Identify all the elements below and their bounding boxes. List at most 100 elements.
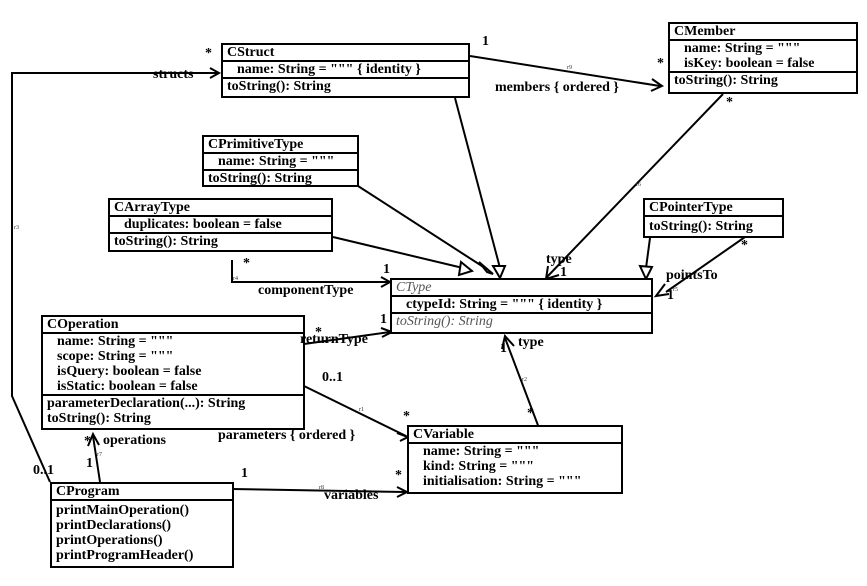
label-members: members { ordered } (495, 80, 619, 95)
returntype-association (303, 331, 391, 345)
class-coperation-operations: parameterDeclaration(...): String toStri… (43, 394, 303, 426)
label-pointsto: pointsTo (666, 268, 718, 283)
class-cstruct-attributes: name: String = """ { identity } (223, 60, 468, 77)
class-coperation[interactable]: COperation name: String = """ scope: Str… (41, 315, 305, 430)
cprimitivetype-generalization-head (478, 261, 494, 275)
edge-id-r2: r2 (522, 377, 527, 383)
mult-componenttype: 1 (383, 262, 390, 277)
cvariable-attr-initialisation: initialisation: String = """ (423, 474, 582, 489)
pointsto-association (665, 236, 746, 293)
carraytype-generalization-head (457, 260, 475, 277)
class-cstruct-operations: toString(): String (223, 77, 468, 94)
class-ctype-attributes: ctypeId: String = """ { identity } (392, 295, 651, 312)
class-cmember-operations: toString(): String (670, 71, 856, 88)
class-carraytype-operations: toString(): String (110, 232, 331, 249)
cstruct-generalization (454, 97, 501, 269)
class-ctype-operations: toString(): String (392, 312, 651, 329)
cvariable-attr-kind: kind: String = """ (423, 459, 535, 474)
variable-type-arrowhead (501, 333, 515, 350)
edge-id-r7: r7 (97, 452, 102, 458)
mult-pointsto-src: * (741, 238, 748, 253)
ctype-attr-ctypeid: ctypeId: String = """ { identity } (406, 297, 603, 312)
variables-association (231, 488, 406, 493)
class-coperation-attributes: name: String = """ scope: String = """ i… (43, 332, 303, 394)
class-cpointertype-attributes (645, 215, 782, 219)
structs-association (11, 72, 218, 483)
member-type-association (545, 93, 724, 279)
mult-variable-type-dst: 1 (500, 341, 507, 356)
label-member-type: type (546, 252, 572, 267)
class-cmember-attributes: name: String = """ isKey: boolean = fals… (670, 39, 856, 71)
class-coperation-name: COperation (47, 317, 119, 332)
carraytype-attr-duplicates: duplicates: boolean = false (124, 217, 282, 232)
label-parameters: parameters { ordered } (218, 428, 356, 443)
class-cprogram-attributes (52, 499, 232, 503)
class-cstruct-name: CStruct (227, 45, 275, 60)
edge-id-r9-members: r9 (567, 65, 572, 71)
mult-arraytype: * (243, 256, 250, 271)
label-variables: variables (324, 488, 379, 503)
coperation-attr-scope: scope: String = """ (57, 349, 174, 364)
label-structs: structs (153, 67, 194, 82)
coperation-attr-name: name: String = """ (57, 334, 174, 349)
cstruct-attr-name: name: String = """ { identity } (237, 62, 421, 77)
parameters-association (303, 385, 407, 437)
cpointertype-generalization-head (638, 264, 654, 282)
edge-id-r6: r6 (636, 182, 641, 188)
cpointertype-op-tostring: toString(): String (649, 219, 753, 234)
cprogram-op-printoperations: printOperations() (56, 533, 163, 548)
cmember-attr-iskey: isKey: boolean = false (684, 56, 815, 71)
class-cmember[interactable]: CMember name: String = """ isKey: boolea… (668, 22, 858, 94)
mult-parameters-dst: * (403, 409, 410, 424)
mult-variables-dst: * (395, 468, 402, 483)
cvariable-attr-name: name: String = """ (423, 444, 540, 459)
class-cpointertype[interactable]: CPointerType toString(): String (643, 198, 784, 238)
class-cvariable[interactable]: CVariable name: String = """ kind: Strin… (407, 425, 623, 494)
cstruct-generalization-head (491, 265, 507, 281)
cprimitivetype-generalization (357, 185, 486, 269)
edge-id-r1: r1 (359, 407, 364, 413)
edge-id-r4: r4 (233, 276, 238, 282)
pointsto-arrowhead (653, 283, 670, 298)
cmember-op-tostring: toString(): String (674, 73, 778, 88)
mult-variable-type-src: * (527, 406, 534, 421)
members-association (469, 55, 661, 87)
label-operations: operations (103, 433, 166, 448)
mult-program-struct: 0..1 (33, 463, 54, 478)
mult-operations-dst: * (84, 434, 91, 449)
mult-member-type-dst: 1 (560, 265, 567, 280)
coperation-attr-isstatic: isStatic: boolean = false (57, 379, 198, 394)
operations-association (92, 435, 101, 483)
cprimitivetype-attr-name: name: String = """ (218, 154, 335, 169)
class-carraytype-attributes: duplicates: boolean = false (110, 215, 331, 232)
mult-members-dst: * (657, 56, 664, 71)
coperation-attr-isquery: isQuery: boolean = false (57, 364, 202, 379)
mult-member-type-src: * (726, 95, 733, 110)
class-ctype-name: CType (396, 280, 432, 295)
cprimitivetype-op-tostring: toString(): String (208, 171, 312, 186)
class-cstruct[interactable]: CStruct name: String = """ { identity } … (221, 43, 470, 98)
class-ctype[interactable]: CType ctypeId: String = """ { identity }… (390, 278, 653, 334)
mult-returntype-dst: 1 (380, 312, 387, 327)
mult-parameters-src: 0..1 (322, 370, 343, 385)
carraytype-op-tostring: toString(): String (114, 234, 218, 249)
componenttype-association (231, 260, 388, 283)
coperation-op-parameterdeclaration: parameterDeclaration(...): String (47, 396, 246, 411)
class-cprogram-name: CProgram (56, 484, 120, 499)
mult-pointsto-dst: 1 (667, 288, 674, 303)
mult-operations-src: 1 (86, 456, 93, 471)
class-carraytype[interactable]: CArrayType duplicates: boolean = false t… (108, 198, 333, 252)
cmember-attr-name: name: String = """ (684, 41, 801, 56)
ctype-op-tostring: toString(): String (396, 314, 493, 329)
class-cpointertype-name: CPointerType (649, 200, 733, 215)
members-arrowhead (650, 78, 665, 92)
variable-type-association (504, 337, 540, 429)
mult-variables-src: 1 (241, 466, 248, 481)
cprogram-op-printprogramheader: printProgramHeader() (56, 548, 194, 563)
cstruct-op-tostring: toString(): String (227, 79, 331, 94)
class-cprimitivetype[interactable]: CPrimitiveType name: String = """ toStri… (202, 135, 359, 187)
label-variable-type: type (518, 335, 544, 350)
class-cprogram[interactable]: CProgram printMainOperation() printDecla… (50, 482, 234, 568)
